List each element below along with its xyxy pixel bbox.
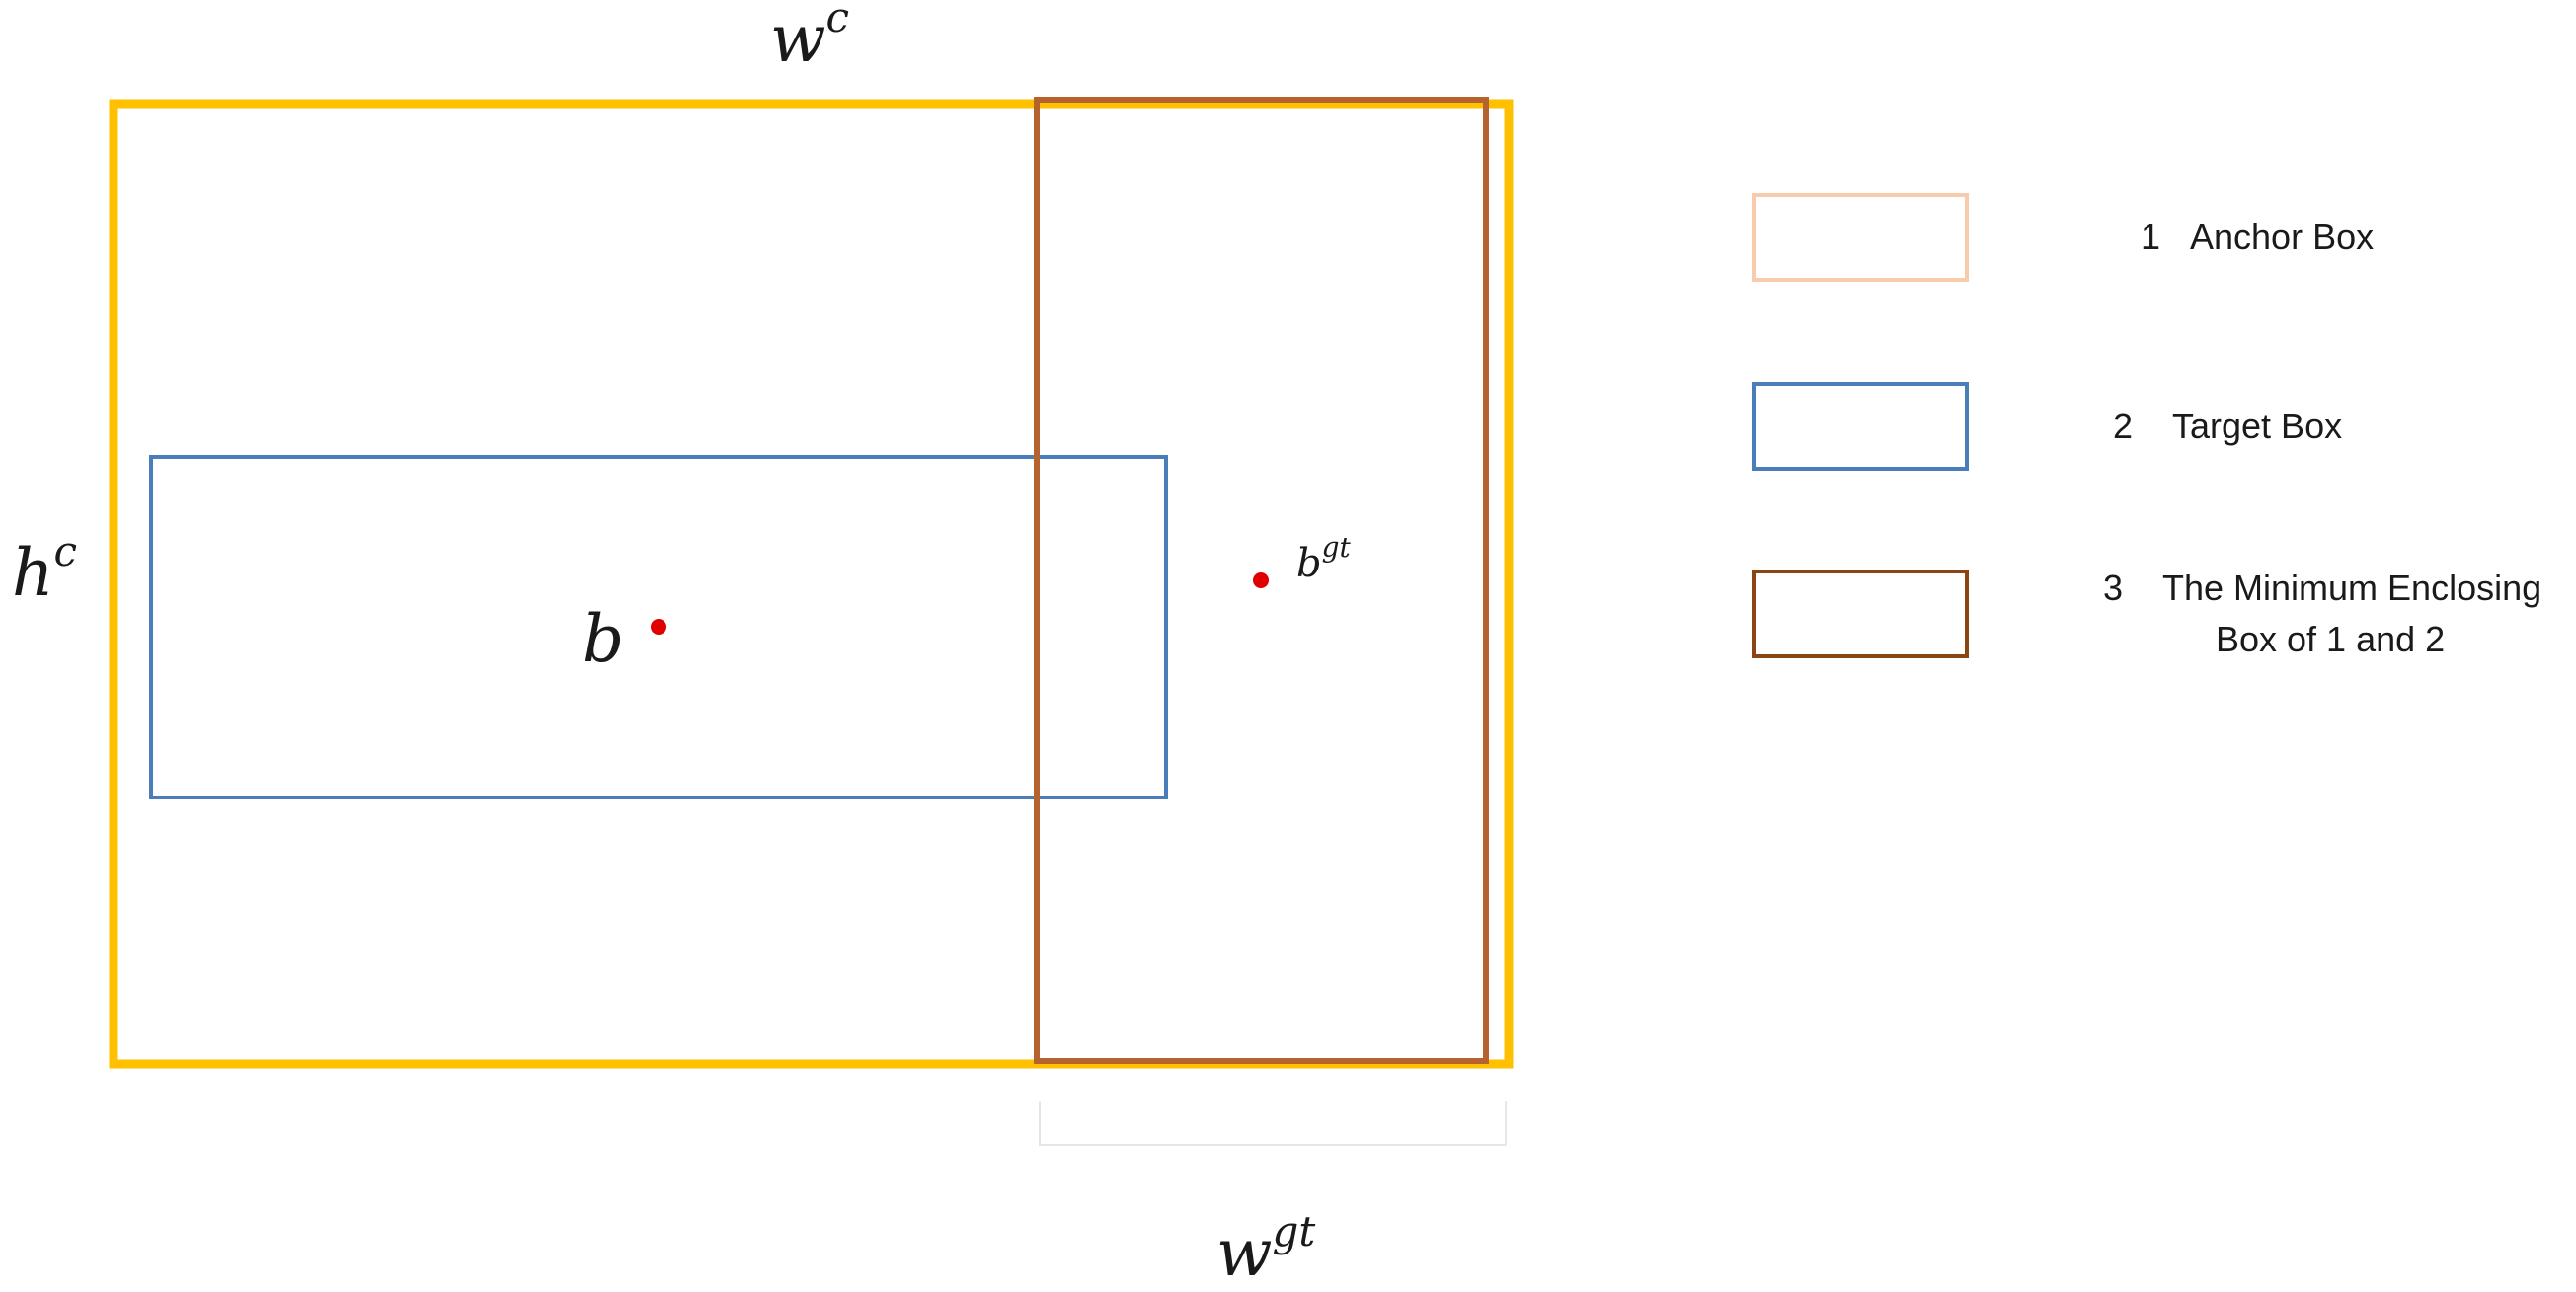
label-b: b [583, 601, 624, 677]
label-b-gt: bgt [1296, 531, 1352, 586]
legend-swatch-anchor-box [1752, 193, 1969, 282]
legend-label-target-box: Target Box [2172, 406, 2342, 446]
label-w-c: wc [770, 0, 849, 77]
outer-enclosing-box [109, 99, 1514, 1069]
target-center-point [1253, 572, 1269, 588]
legend-swatch-min-enclosing-box [1752, 570, 1969, 658]
legend: 1 Anchor Box 2 Target Box 3 The Minimum … [1752, 193, 2541, 659]
legend-number-3: 3 [2103, 568, 2123, 608]
label-w-gt: wgt [1216, 1207, 1315, 1291]
legend-number-2: 2 [2113, 406, 2133, 446]
anchor-center-point [651, 619, 666, 635]
legend-swatch-target-box [1752, 382, 1969, 471]
width-bracket [1039, 1101, 1507, 1146]
ground-truth-box [1034, 97, 1489, 1064]
legend-label-min-enclosing-box: The Minimum Enclosing [2162, 568, 2541, 608]
target-box [149, 455, 1168, 799]
legend-number-1: 1 [2141, 216, 2160, 257]
legend-label-anchor-box: Anchor Box [2190, 216, 2374, 257]
legend-label-min-enclosing-box-line2: Box of 1 and 2 [2216, 619, 2445, 659]
label-h-c: hc [12, 527, 77, 611]
